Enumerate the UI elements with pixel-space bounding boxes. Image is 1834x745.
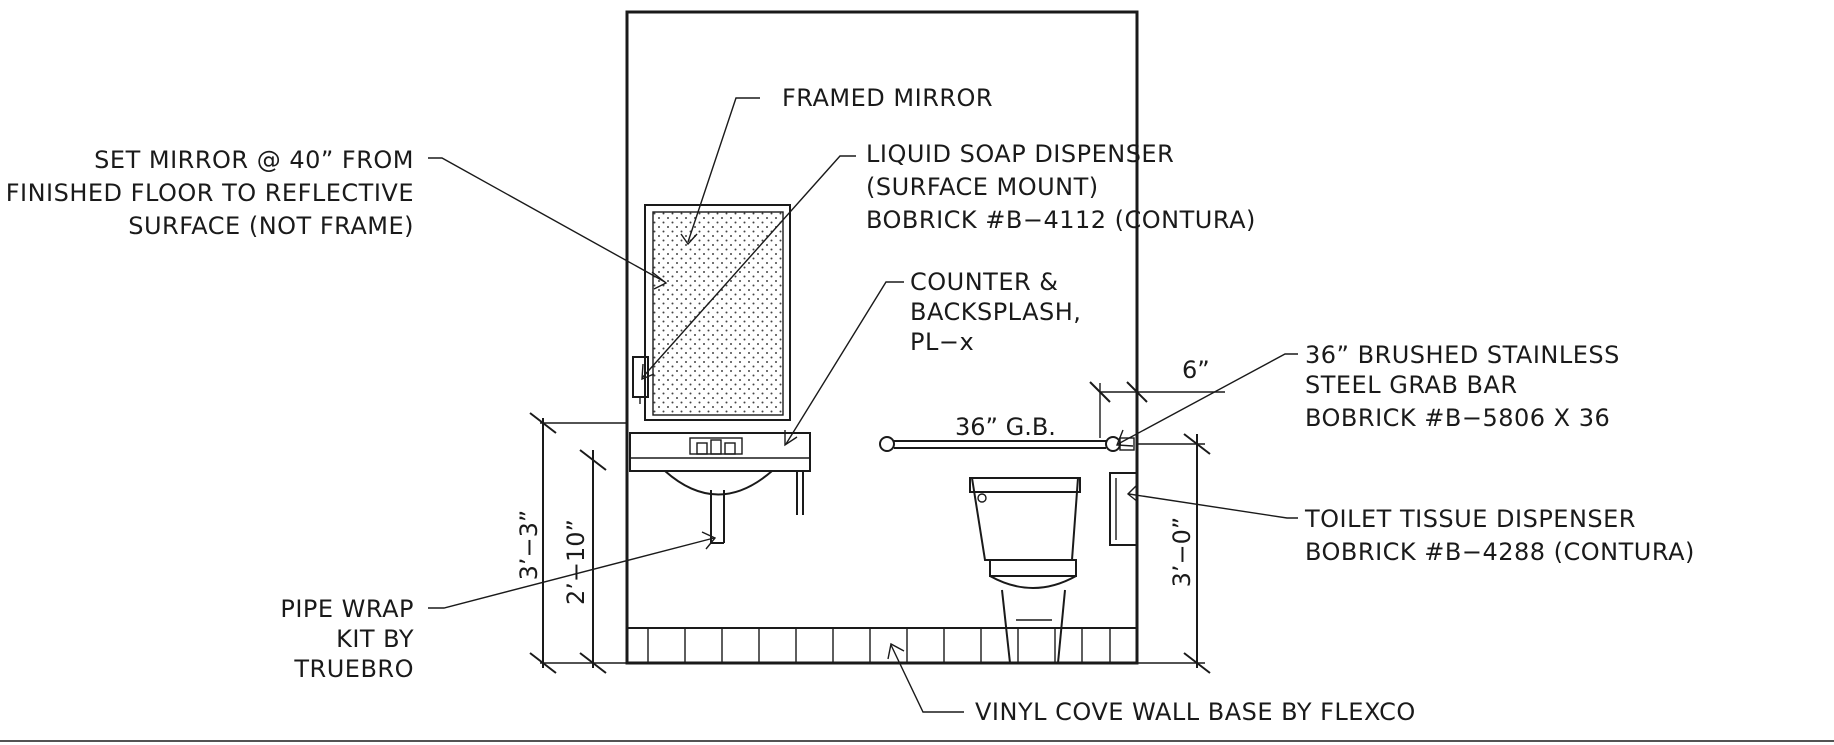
note-counter-line2: BACKSPLASH, (910, 298, 1081, 326)
note-tissue-line1: TOILET TISSUE DISPENSER (1304, 505, 1636, 533)
note-set-mirror-line3: SURFACE (NOT FRAME) (128, 212, 414, 240)
dim-label-counter-height: 3’−3” (515, 510, 543, 581)
note-pipe-wrap-line2: KIT BY (336, 625, 414, 653)
dim-label-offset: 6” (1182, 356, 1210, 384)
note-pipe-wrap-line3: TRUEBRO (293, 655, 414, 683)
leader-lines (428, 97, 1298, 713)
note-counter-line3: PL−x (910, 328, 974, 356)
note-soap-line2: (SURFACE MOUNT) (866, 173, 1099, 201)
note-set-mirror-line1: SET MIRROR @ 40” FROM (94, 146, 414, 174)
note-soap-line1: LIQUID SOAP DISPENSER (866, 140, 1174, 168)
note-grab-bar-line2: STEEL GRAB BAR (1305, 371, 1518, 399)
dim-grab-bar-offset (1089, 381, 1225, 438)
dim-label-grab-bar: 36” G.B. (955, 413, 1056, 441)
dim-grab-bar-height (1137, 433, 1211, 674)
dim-label-sink-clearance: 2’−10” (562, 519, 590, 605)
note-set-mirror-line2: FINISHED FLOOR TO REFLECTIVE (6, 179, 414, 207)
toilet (969, 477, 1081, 664)
note-counter-line1: COUNTER & (910, 268, 1059, 296)
note-grab-bar-line3: BOBRICK #B−5806 X 36 (1305, 404, 1610, 432)
note-pipe-wrap-line1: PIPE WRAP (280, 595, 414, 623)
dim-counter-height (529, 412, 627, 674)
wall-outline (625, 10, 1139, 665)
cove-base (627, 627, 1137, 663)
note-cove-base: VINYL COVE WALL BASE BY FLEXCO (975, 698, 1416, 726)
note-tissue-line2: BOBRICK #B−4288 (CONTURA) (1305, 538, 1695, 566)
counter-and-sink (629, 432, 811, 544)
tissue-dispenser (1109, 472, 1138, 546)
note-soap-line3: BOBRICK #B−4112 (CONTURA) (866, 206, 1256, 234)
dim-sink-clearance (579, 449, 607, 674)
note-grab-bar-line1: 36” BRUSHED STAINLESS (1305, 341, 1620, 369)
note-framed-mirror: FRAMED MIRROR (782, 84, 993, 112)
framed-mirror (644, 204, 791, 421)
grab-bar (879, 436, 1135, 452)
dim-label-grab-bar-height: 3’−0” (1168, 517, 1196, 588)
